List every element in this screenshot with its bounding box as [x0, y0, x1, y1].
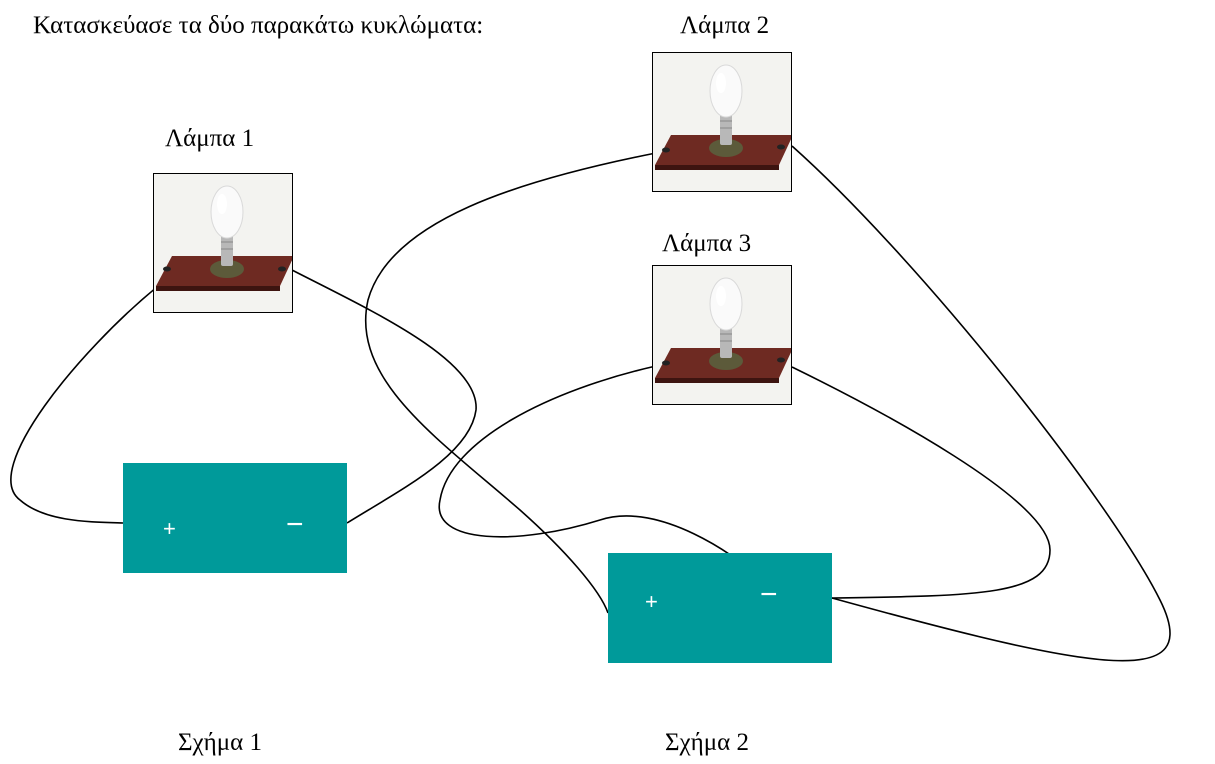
- lamp-3-image: [652, 265, 792, 405]
- light-bulb-icon: [655, 277, 791, 383]
- wire-fig1-lamp-left-to-plus: [10, 286, 158, 524]
- lamp-2-label: Λάμπα 2: [680, 12, 770, 39]
- battery-2-plus-terminal: +: [645, 589, 658, 614]
- wire-fig2-lamp3-left-to-plus: [438, 365, 751, 571]
- figure-1-caption: Σχήμα 1: [178, 729, 262, 756]
- battery-1: + −: [123, 463, 347, 573]
- figure-2-caption: Σχήμα 2: [665, 729, 749, 756]
- battery-2-minus-terminal: −: [760, 578, 778, 611]
- lamp-1-image: [153, 173, 293, 313]
- lamp-2-image: [652, 52, 792, 192]
- instruction-text: Κατασκεύασε τα δύο παρακάτω κυκλώματα:: [33, 12, 484, 39]
- wire-fig1-lamp-right-to-minus: [289, 268, 477, 524]
- light-bulb-icon: [156, 185, 292, 291]
- wire-fig2-lamp2-right-to-minus: [791, 145, 1171, 662]
- wire-fig2-lamp2-left-to-plus: [365, 152, 657, 614]
- battery-1-plus-terminal: +: [163, 516, 176, 541]
- battery-2: + −: [608, 553, 832, 663]
- wire-fig2-lamp3-right-to-minus: [791, 366, 1051, 599]
- lamp-3-label: Λάμπα 3: [662, 230, 752, 257]
- battery-1-minus-terminal: −: [286, 508, 304, 541]
- light-bulb-icon: [655, 64, 791, 170]
- lamp-1-label: Λάμπα 1: [165, 125, 255, 152]
